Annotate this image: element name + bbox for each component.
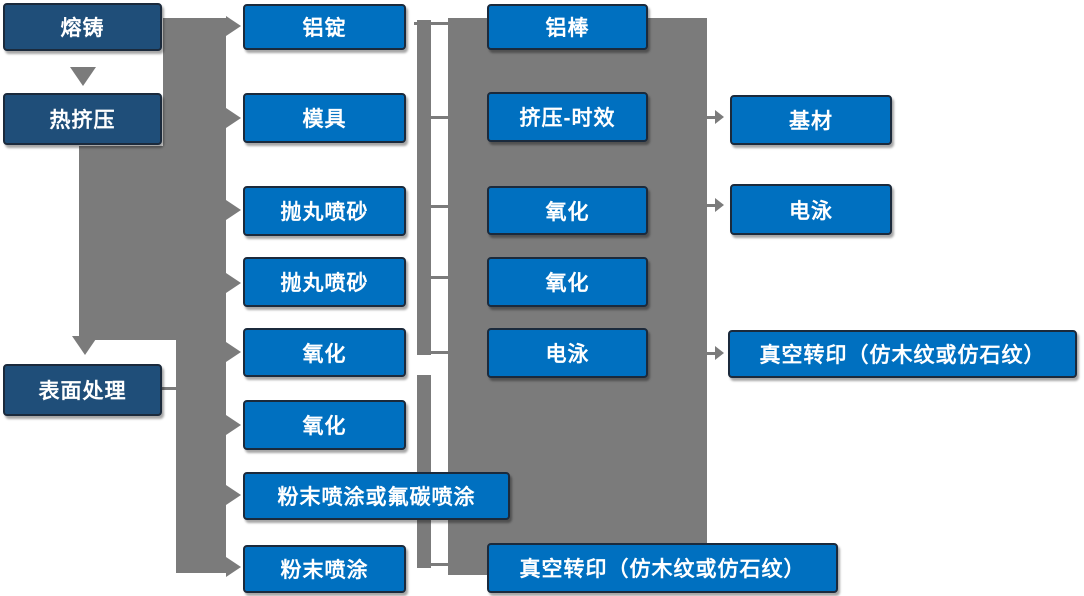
node-vacuum-transfer-printing-1: 真空转印（仿木纹或仿石纹）: [487, 543, 838, 593]
arrow-to-powder-fluorocarbon-coating: [226, 485, 241, 505]
node-oxidation-2: 氧化: [243, 400, 406, 450]
arrow-to-base-material: [715, 110, 724, 124]
node-mold: 模具: [243, 93, 406, 143]
link-surface-treatment: [162, 387, 177, 390]
node-oxidation-4: 氧化: [487, 257, 648, 307]
node-melting-casting: 熔铸: [3, 3, 162, 51]
shaft-to-electrophoresis: [706, 204, 715, 207]
down-arrow-to-hot-extrusion: [70, 67, 96, 86]
node-oxidation-1: 氧化: [243, 328, 406, 377]
arrow-to-electrophoresis: [715, 198, 724, 212]
arrow-to-aluminum-ingot: [226, 16, 241, 36]
node-aluminum-ingot: 铝锭: [243, 4, 406, 50]
node-extrusion-aging: 挤压-时效: [487, 92, 648, 142]
node-shot-blasting-2: 抛丸喷砂: [243, 257, 406, 307]
link-shot-blasting-row-1: [431, 205, 448, 208]
node-electrophoresis-2: 电泳: [730, 184, 892, 235]
arrow-to-oxidation-2: [226, 415, 241, 435]
arrow-to-powder-coating: [226, 557, 241, 577]
link-shot-blasting-row-2: [431, 276, 448, 279]
trunk-connector-leg: [176, 340, 226, 573]
node-surface-treatment: 表面处理: [3, 364, 162, 416]
shaft-to-base-material: [706, 116, 715, 119]
down-arrow-to-surface-treatment: [72, 336, 98, 355]
arrow-to-vacuum-transfer: [715, 346, 724, 360]
link-oxidation-row: [431, 351, 448, 354]
arrow-to-shot-blasting-1: [226, 200, 241, 220]
shaft-to-vacuum-transfer: [706, 352, 715, 355]
node-vacuum-transfer-printing-2: 真空转印（仿木纹或仿石纹）: [728, 330, 1077, 378]
link-powder-coating-row: [431, 563, 448, 566]
link-mold-row: [431, 116, 448, 119]
trunk-connector-main: [79, 146, 226, 340]
arrow-to-shot-blasting-2: [226, 273, 241, 293]
node-oxidation-3: 氧化: [487, 186, 648, 235]
link-ingot-row: [414, 22, 448, 25]
node-powder-coating: 粉末喷涂: [243, 545, 406, 593]
node-hot-extrusion: 热挤压: [3, 93, 162, 145]
trunk-connector-top: [163, 18, 226, 148]
bus-bar-upper: [417, 20, 431, 355]
arrow-to-oxidation-1: [226, 342, 241, 362]
node-base-material: 基材: [730, 95, 892, 145]
arrow-to-mold: [226, 108, 241, 128]
node-powder-or-fluorocarbon-coating: 粉末喷涂或氟碳喷涂: [243, 472, 510, 520]
node-electrophoresis-1: 电泳: [487, 328, 648, 378]
node-aluminum-rod: 铝棒: [487, 4, 648, 50]
node-shot-blasting-1: 抛丸喷砂: [243, 186, 406, 236]
